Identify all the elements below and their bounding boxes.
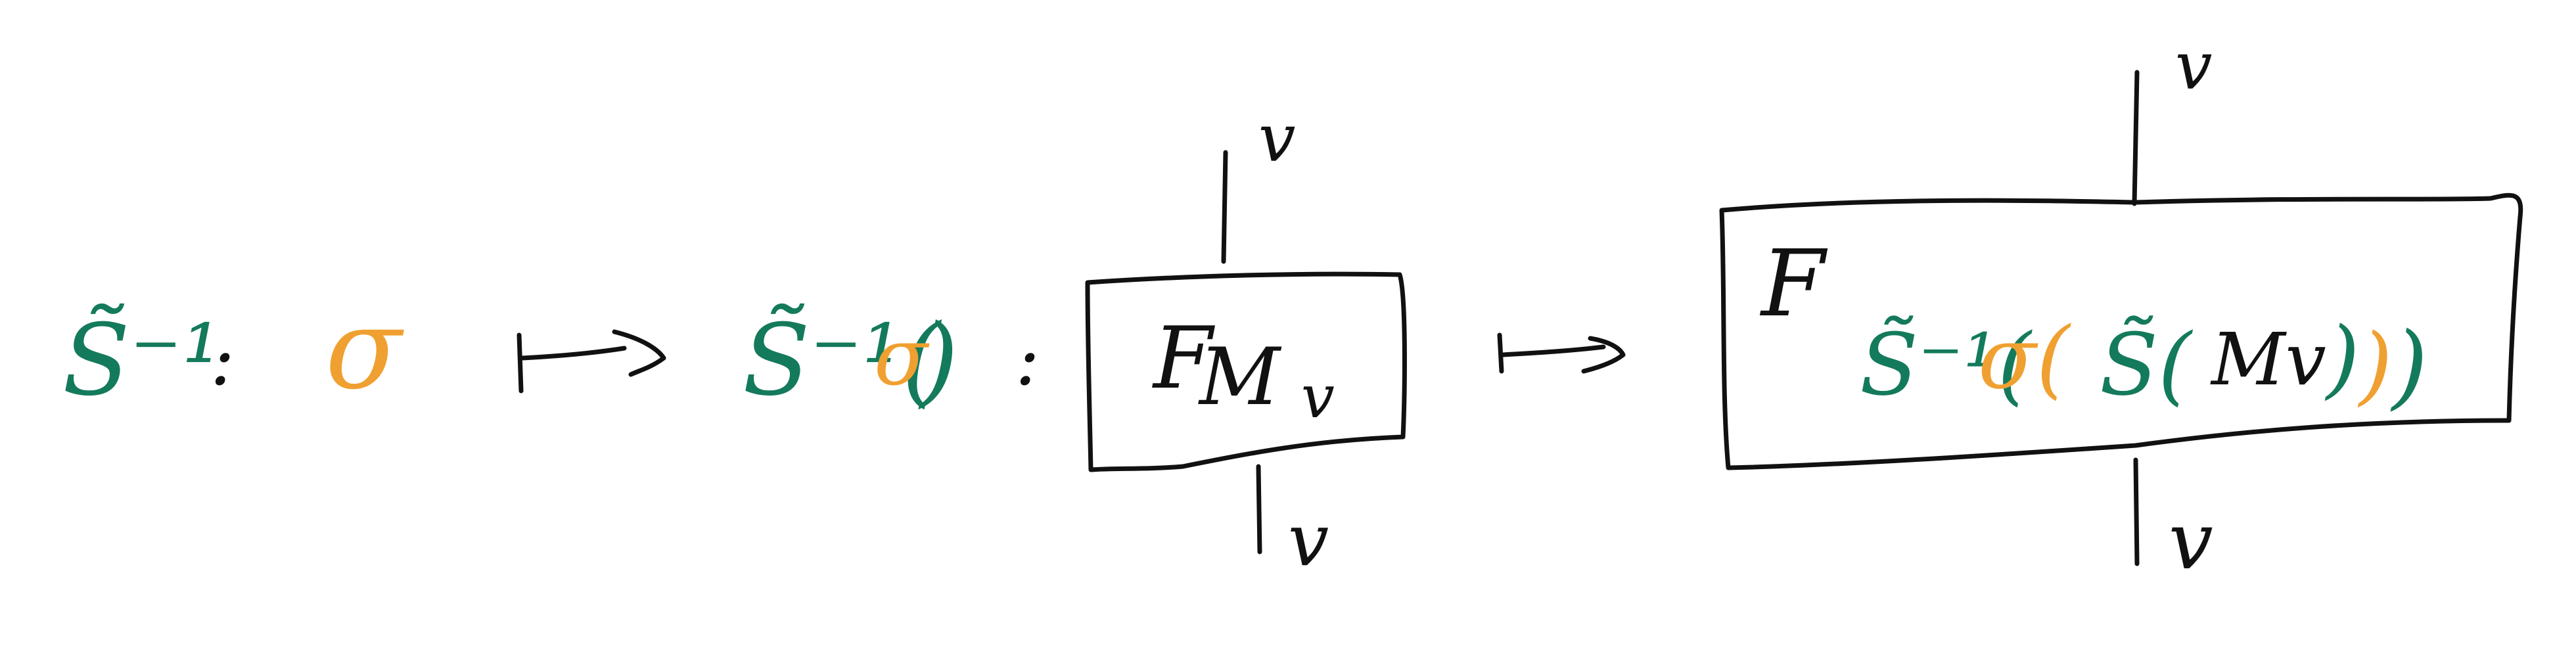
box1-diagram: v F M v v xyxy=(1085,100,1407,582)
box2-label: F xyxy=(1759,231,1828,338)
box2-diagram: v F S̃⁻¹( σ( S̃( Mv ) ) ) v xyxy=(1719,28,2523,587)
box2-subscript-close-outer: ) xyxy=(2390,313,2428,420)
applied-map: S̃⁻¹( σ ) : xyxy=(743,304,1040,418)
box2-top-wire xyxy=(2132,70,2140,206)
box2-subscript-inner-map: S̃( xyxy=(2100,315,2193,415)
box2-top-wire-label: v xyxy=(2175,28,2213,104)
applied-map-colon: : xyxy=(1015,317,1040,401)
box2-subscript-close-sigma: ) xyxy=(2357,315,2393,415)
map-symbol: S̃⁻¹ xyxy=(62,304,221,418)
applied-map-close: ) xyxy=(918,304,959,418)
box1-bottom-wire xyxy=(1256,464,1262,555)
applied-map-sigma: σ xyxy=(874,312,930,403)
map-definition: S̃⁻¹ : σ xyxy=(62,284,404,418)
applied-map-symbol: S̃⁻¹( xyxy=(743,304,942,418)
box2-subscript-inner: Mv xyxy=(2210,317,2326,401)
box2-subscript-map: S̃⁻¹( xyxy=(1860,315,2033,415)
box1-subscript-v: v xyxy=(1301,363,1335,432)
box2-frame xyxy=(1719,193,2523,470)
box2-subscript-close-inner: ) xyxy=(2324,308,2360,408)
box1-subscript: M xyxy=(1198,332,1282,423)
box2-bottom-wire-label: v xyxy=(2169,496,2213,587)
box1-label: F xyxy=(1152,308,1216,408)
box1-top-wire xyxy=(1221,150,1228,264)
mapsto-arrow-1 xyxy=(517,329,666,394)
map-colon: : xyxy=(210,317,235,401)
box2-subscript-sigma: σ( xyxy=(1978,308,2071,408)
box1-top-wire-label: v xyxy=(1258,100,1296,177)
mapsto-arrow-2 xyxy=(1497,332,1626,374)
box1-frame xyxy=(1085,271,1407,472)
domain-sigma: σ xyxy=(325,284,404,415)
box1-bottom-wire-label: v xyxy=(1288,498,1329,582)
box2-bottom-wire xyxy=(2133,457,2140,566)
